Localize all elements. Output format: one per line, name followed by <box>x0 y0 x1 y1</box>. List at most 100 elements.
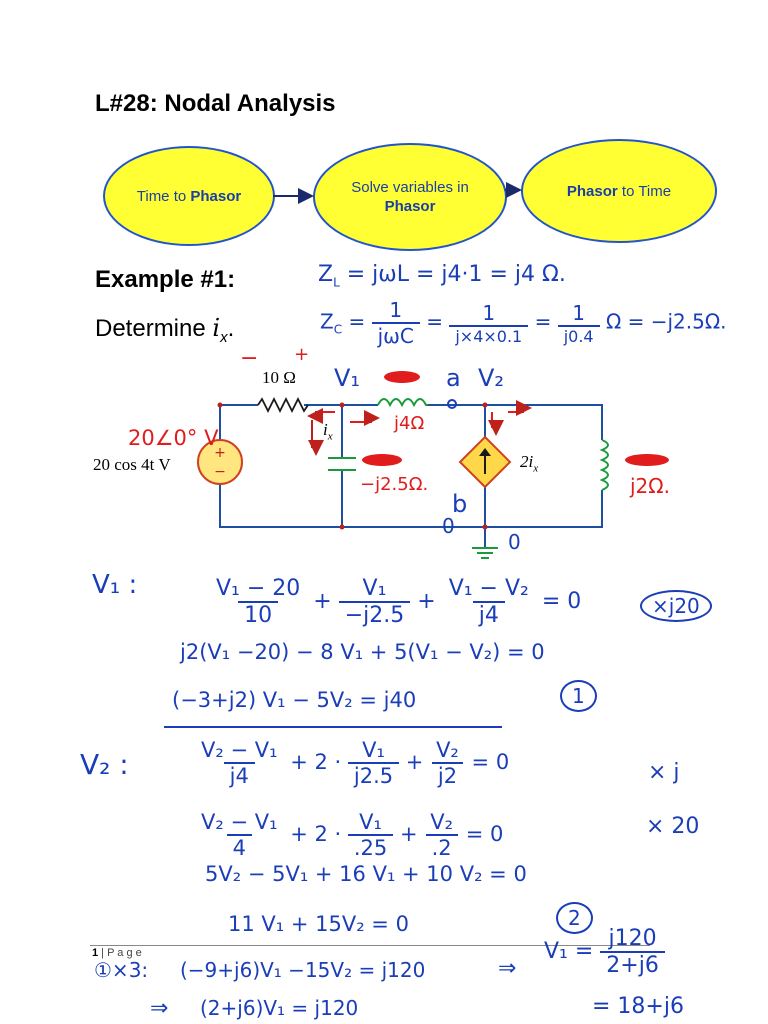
flow-step-1-bold: Phasor <box>190 187 242 205</box>
multiplier-xj20: ×j20 <box>640 590 712 622</box>
eq2-mid: + 2 · <box>290 750 342 774</box>
zc-d2: j×4×0.1 <box>449 324 529 346</box>
resistor-label: 10 Ω <box>262 368 296 387</box>
ix-sub: x <box>327 430 333 443</box>
determine-var: i <box>212 314 221 342</box>
node-circle-a <box>447 399 457 409</box>
flow-step-2-text: Solve variables in <box>351 179 469 196</box>
page-title: L#28: Nodal Analysis <box>95 90 336 117</box>
dep-2i: 2i <box>520 452 534 471</box>
eq2-end: = 0 <box>471 750 510 774</box>
eq1-d1: 10 <box>238 601 279 628</box>
eq1-end: = 0 <box>541 589 582 614</box>
v1-sol-lhs: V₁ = <box>544 939 594 964</box>
eq3-frac3: V₂.2 <box>424 810 459 860</box>
flow-step-2-bold: Phasor <box>384 198 436 215</box>
example-heading: Example #1: <box>95 266 236 293</box>
source-phasor-annotation: 20∠0° V <box>128 426 219 450</box>
v1-sol-num: j120 <box>608 926 657 951</box>
equation-1-marker: 1 <box>560 680 597 712</box>
eq1-times-3-label: ①×3: <box>94 958 149 982</box>
determine-sub: x <box>220 328 228 346</box>
ix-i: i <box>323 420 328 439</box>
zc-d3: j0.4 <box>557 324 600 346</box>
eq2-d1: j4 <box>223 762 255 788</box>
combined-equation: (−9+j6)V₁ −15V₂ = j120 <box>180 958 426 982</box>
eq1-n3: V₁ − V₂ <box>448 576 529 601</box>
resistor <box>257 396 309 414</box>
zc-z: Z <box>320 309 334 334</box>
eq2-d3: j2 <box>431 762 464 788</box>
eq3-d1: 4 <box>226 834 252 860</box>
circ1-text: 1 <box>560 680 597 712</box>
v1-equation-label: V₁ : <box>92 570 138 600</box>
eq2-n2: V₁ <box>362 738 385 762</box>
minus-sign: − <box>240 346 259 371</box>
zc-eq: = <box>342 309 372 334</box>
footer-page-text: | P a g e <box>98 947 142 959</box>
eq3-d2: .25 <box>347 834 394 860</box>
node-dot <box>217 402 223 408</box>
source-label: 20 cos 4t V <box>93 455 171 474</box>
node-dot <box>482 524 488 530</box>
multiplier-x20: × 20 <box>646 814 700 839</box>
v2-equation-label: V₂ : <box>80 748 129 781</box>
equation-2-marker: 2 <box>556 902 593 934</box>
determine-end: . <box>227 315 235 342</box>
eq1-d3: j4 <box>472 601 505 628</box>
equation-2: 11 V₁ + 15V₂ = 0 <box>228 912 409 936</box>
flow-step-3-bold: Phasor <box>566 182 618 200</box>
zl-z: Z <box>318 262 334 287</box>
ground-symbol <box>472 547 498 559</box>
j4-annotation: j4Ω <box>394 413 425 434</box>
red-scribble <box>362 454 402 466</box>
zero-label-ground: 0 <box>508 530 521 554</box>
node-dot <box>339 402 345 408</box>
footer-line <box>90 945 650 946</box>
eq3-d3: .2 <box>425 834 458 860</box>
inductor-j2 <box>599 439 609 491</box>
eq2-d2: j2.5 <box>347 762 400 788</box>
eq2-n1: V₂ − V₁ <box>201 738 278 762</box>
zc-end: Ω = −j2.5Ω. <box>605 309 727 334</box>
eq3-n2: V₁ <box>359 810 382 834</box>
circ2-text: 2 <box>556 902 593 934</box>
mult1-text: ×j20 <box>640 590 712 622</box>
zc-n1: 1 <box>389 298 403 322</box>
eq1-n1: V₁ − 20 <box>216 576 301 601</box>
zc-n2: 1 <box>482 300 496 325</box>
b-node-label: b <box>452 490 468 518</box>
eq1-d2: −j2.5 <box>338 601 411 628</box>
svg-text:+: + <box>214 445 226 461</box>
v2-expanded-line: 5V₂ − 5V₁ + 16 V₁ + 10 V₂ = 0 <box>205 862 527 886</box>
flow-step-1-text: Time to <box>136 187 191 205</box>
flow-step-time-to-phasor: Time to Phasor <box>103 146 275 246</box>
v1-coefficient-equation: (2+j6)V₁ = j120 <box>200 996 359 1020</box>
eq3-mid: + 2 · <box>290 822 342 846</box>
zero-label-b: 0 <box>442 514 455 538</box>
flow-step-3-text: to Time <box>617 182 672 200</box>
determine-text: Determine <box>95 315 213 342</box>
eq3-n3: V₂ <box>430 810 454 834</box>
voltage-source <box>197 439 243 485</box>
capacitor-annotation: −j2.5Ω. <box>360 474 429 495</box>
eq3-end: = 0 <box>465 822 504 846</box>
dep-source-label: 2ix <box>520 452 538 474</box>
zc-d1: jωC <box>371 322 420 348</box>
multiplier-xj: × j <box>648 760 680 785</box>
red-scribble <box>625 454 669 466</box>
